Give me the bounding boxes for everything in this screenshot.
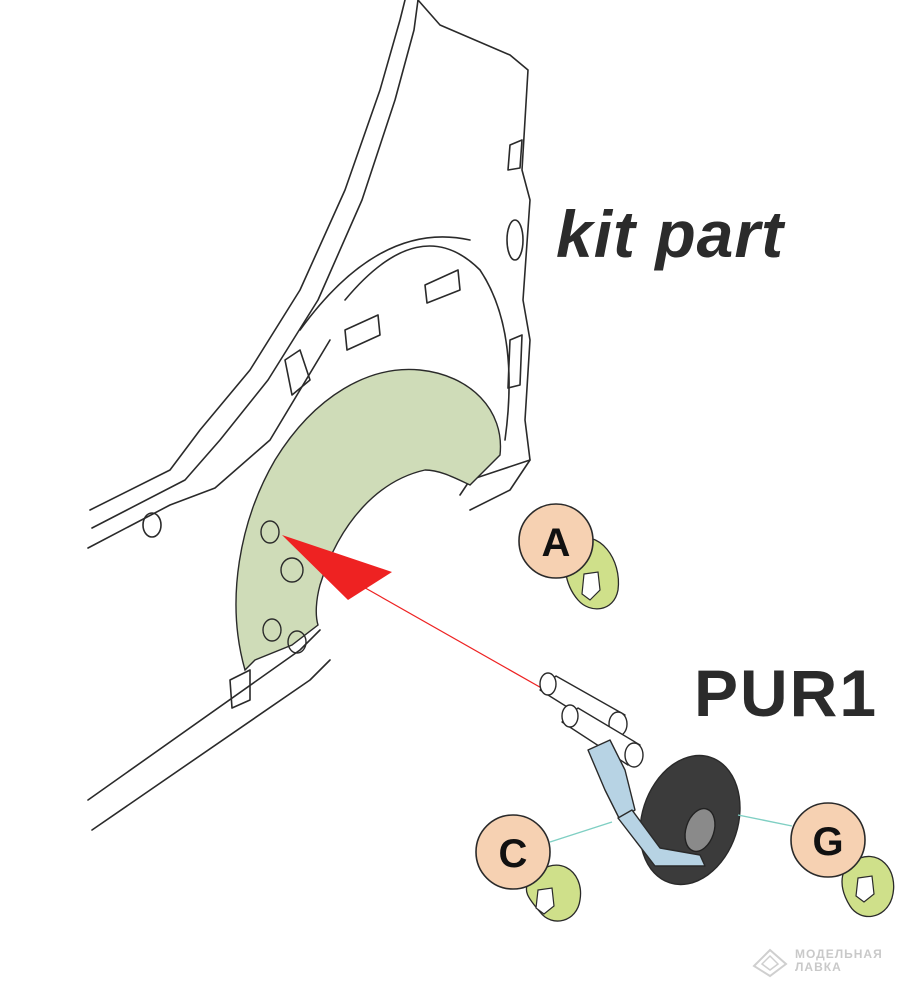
callout-g-label: G (812, 820, 843, 864)
mount-hole-sill (287, 630, 307, 654)
kit-part-label: kit part (556, 197, 785, 271)
callout-c-label: C (499, 832, 528, 876)
leader-g (737, 814, 793, 827)
leader-c (549, 821, 613, 843)
callout-c-circle (475, 814, 551, 890)
arrow-line (359, 584, 546, 691)
landing-gear-part (539, 672, 741, 886)
watermark-line2: ЛАВКА (795, 960, 842, 974)
leader-lines (549, 814, 793, 843)
mount-hole-upper (260, 520, 280, 544)
callout-c: C (475, 814, 582, 922)
callout-a-circle (518, 503, 594, 579)
watermark-line1: МОДЕЛЬНАЯ (795, 947, 883, 961)
callout-g: G (790, 802, 895, 918)
mount-hole-lower (262, 618, 282, 642)
callout-a: A (518, 503, 620, 610)
mount-hole-middle (280, 557, 304, 583)
kit-part-body (87, 0, 531, 831)
assembly-arrow (282, 535, 546, 691)
watermark: МОДЕЛЬНАЯ ЛАВКА (795, 948, 883, 974)
gear-fork (617, 809, 706, 867)
gear-strut (587, 739, 636, 821)
fender-panel (235, 368, 502, 672)
arrow-head (282, 535, 392, 600)
part-number-label: PUR1 (694, 656, 879, 730)
watermark-logo-icon (752, 948, 788, 978)
callout-a-label: A (542, 521, 571, 565)
fender-highlight (235, 368, 502, 672)
callout-g-circle (790, 802, 866, 878)
